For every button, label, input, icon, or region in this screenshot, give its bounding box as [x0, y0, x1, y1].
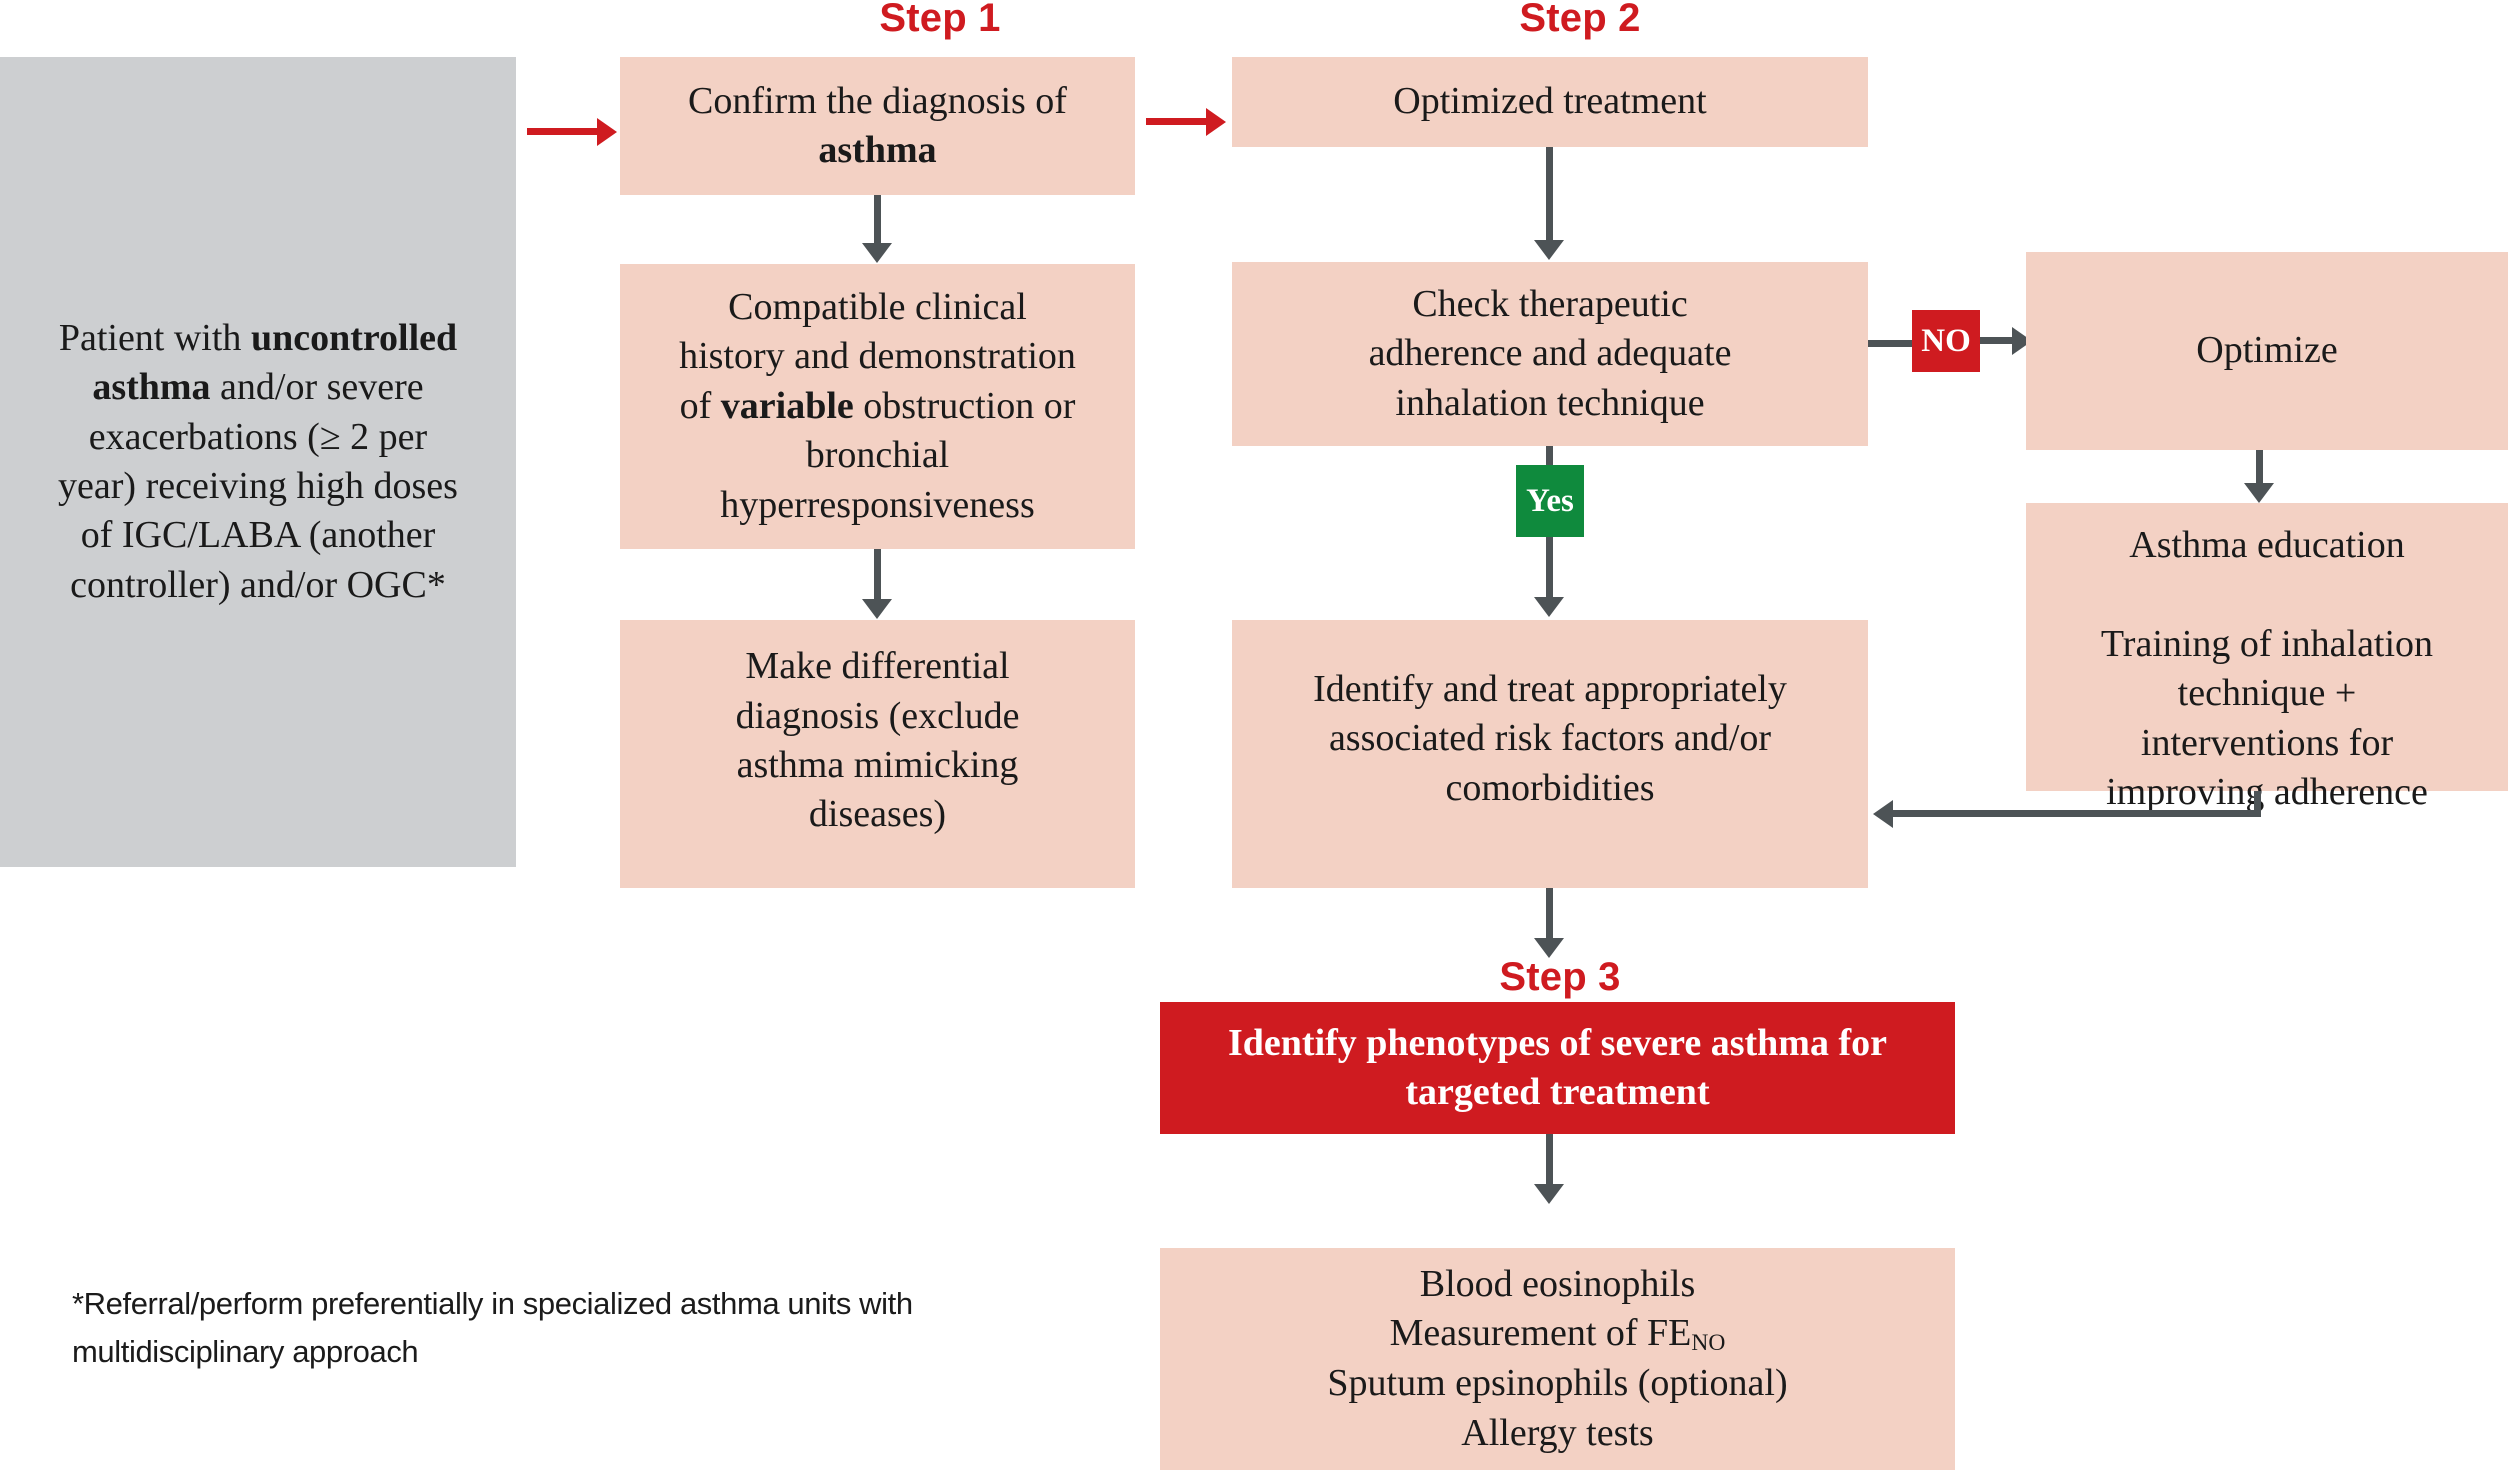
yes-branch-line-top	[1546, 446, 1553, 478]
step1-box2-text: Compatible clinical history and demonstr…	[620, 283, 1135, 530]
tests-line2-sub: NO	[1691, 1330, 1726, 1357]
step1-box3-line2: diagnosis (exclude	[735, 694, 1020, 737]
entry-to-step1-line	[527, 128, 599, 135]
feedback-arrowhead	[1873, 800, 1893, 828]
step2-box3-text: Identify and treat appropriately associa…	[1232, 665, 1868, 813]
entry-line2-b: and/or severe	[210, 366, 424, 409]
asthma-education-text: Asthma education Training of inhalation …	[2026, 503, 2508, 817]
step2-connector1-line	[1546, 147, 1553, 242]
entry-box-text: Patient with uncontrolled asthma and/or …	[0, 314, 516, 610]
step2-box3-line3: comorbidities	[1445, 766, 1655, 809]
step1-connector1-arrowhead	[862, 243, 892, 263]
education-line4: interventions for	[2140, 721, 2394, 764]
step1-box2-line4: bronchial	[805, 434, 950, 477]
entry-box: Patient with uncontrolled asthma and/or …	[0, 57, 516, 867]
step1-box3-line4: diseases)	[808, 793, 947, 836]
step1-box3-line3: asthma mimicking	[736, 744, 1019, 786]
step2-box3-line1: Identify and treat appropriately	[1313, 667, 1787, 710]
step3-header: Step 3	[1499, 955, 1621, 999]
step3-red-line2: targeted treatment	[1405, 1071, 1710, 1113]
entry-line2-bold: asthma	[92, 366, 211, 409]
step3-connector-bottom-line	[1546, 1134, 1553, 1186]
feedback-horizontal-line	[1893, 810, 2261, 817]
no-branch-left-line	[1868, 340, 1916, 347]
entry-line1-bold: uncontrolled	[250, 316, 458, 359]
yes-badge: Yes	[1516, 465, 1584, 537]
step3-tests-text: Blood eosinophils Measurement of FENO Sp…	[1160, 1260, 1955, 1458]
tests-line4: Allergy tests	[1461, 1411, 1654, 1454]
feedback-vertical-line	[2254, 791, 2261, 817]
optimize-box-text: Optimize	[2196, 329, 2338, 372]
step1-box1-line1: Confirm the diagnosis of	[688, 79, 1067, 122]
step1-connector1-line	[874, 195, 881, 245]
step2-box-optimized-treatment: Optimized treatment	[1232, 57, 1868, 147]
footnote-line2: multidisciplinary approach	[72, 1334, 419, 1370]
step2-box2-line1: Check therapeutic	[1412, 282, 1688, 325]
tests-line3: Sputum epsinophils (optional)	[1327, 1362, 1788, 1405]
step1-box-differential-diagnosis: Make differential diagnosis (exclude ast…	[620, 620, 1135, 888]
step2-box1-text: Optimized treatment	[1393, 80, 1707, 123]
entry-to-step1-arrowhead	[597, 118, 617, 146]
step1-box2-line3-a: of	[679, 384, 721, 427]
step1-header: Step 1	[879, 0, 1001, 40]
entry-line5: of IGC/LABA (another	[80, 514, 436, 557]
step1-to-step2-arrowhead	[1206, 108, 1226, 136]
education-line3: technique +	[2177, 672, 2357, 715]
step2-box-risk-factors: Identify and treat appropriately associa…	[1232, 620, 1868, 888]
step2-header: Step 2	[1519, 0, 1641, 40]
yes-badge-label: Yes	[1526, 482, 1574, 519]
step2-connector1-arrowhead	[1534, 240, 1564, 260]
asthma-education-box: Asthma education Training of inhalation …	[2026, 503, 2508, 813]
step1-to-step2-line	[1146, 118, 1208, 125]
step1-box-compatible-history: Compatible clinical history and demonstr…	[620, 264, 1135, 549]
step1-connector2-arrowhead	[862, 599, 892, 619]
step1-box2-line2: history and demonstration	[679, 335, 1076, 378]
no-badge: NO	[1912, 310, 1980, 372]
education-line2: Training of inhalation	[2100, 622, 2434, 665]
step1-box2-line3-b: obstruction or	[853, 384, 1076, 427]
step2-box2-line3: inhalation technique	[1395, 381, 1705, 424]
step1-box3-line1: Make differential	[745, 645, 1010, 688]
entry-line1-a: Patient with	[58, 316, 251, 359]
no-branch-right-line	[1980, 337, 2016, 344]
yes-branch-arrowhead	[1534, 597, 1564, 617]
step1-box3-text: Make differential diagnosis (exclude ast…	[620, 642, 1135, 840]
step3-connector-top-arrowhead	[1534, 938, 1564, 958]
step2-box2-line2: adherence and adequate	[1368, 332, 1732, 375]
entry-line3: exacerbations (≥ 2 per	[88, 415, 428, 458]
yes-branch-line-bottom	[1546, 537, 1553, 599]
step1-box2-line5: hyperresponsiveness	[720, 483, 1035, 526]
tests-line2-a: Measurement of FE	[1389, 1312, 1692, 1355]
step1-box2-line3-bold: variable	[720, 384, 854, 427]
tests-line1: Blood eosinophils	[1419, 1263, 1696, 1306]
step3-red-box-text: Identify phenotypes of severe asthma for…	[1160, 1019, 1955, 1118]
step1-box2-line1: Compatible clinical	[728, 286, 1027, 329]
optimize-connector-line	[2256, 450, 2263, 485]
step3-red-box: Identify phenotypes of severe asthma for…	[1160, 1002, 1955, 1134]
step3-red-line1: Identify phenotypes of severe asthma for	[1228, 1021, 1887, 1064]
step1-box1-text: Confirm the diagnosis of asthma	[620, 77, 1135, 176]
step3-connector-bottom-arrowhead	[1534, 1184, 1564, 1204]
step1-connector2-line	[874, 549, 881, 601]
step2-box2-text: Check therapeutic adherence and adequate…	[1232, 280, 1868, 428]
optimize-box: Optimize	[2026, 252, 2508, 450]
education-line1: Asthma education	[2129, 524, 2405, 566]
entry-line4: year) receiving high doses	[58, 465, 458, 507]
step2-box3-line2: associated risk factors and/or	[1328, 717, 1772, 760]
footnote: *Referral/perform preferentially in spec…	[72, 1280, 1082, 1376]
step2-box-check-adherence: Check therapeutic adherence and adequate…	[1232, 262, 1868, 446]
step3-connector-top-line	[1546, 888, 1553, 940]
step3-tests-box: Blood eosinophils Measurement of FENO Sp…	[1160, 1248, 1955, 1470]
no-badge-label: NO	[1921, 322, 1971, 359]
step1-box1-line2: asthma	[818, 129, 937, 171]
optimize-connector-arrowhead	[2244, 483, 2274, 503]
step1-box-confirm-diagnosis: Confirm the diagnosis of asthma	[620, 57, 1135, 195]
entry-line6: controller) and/or OGC*	[70, 563, 446, 606]
footnote-line1: *Referral/perform preferentially in spec…	[72, 1286, 913, 1321]
education-line5: improving adherence	[2106, 770, 2428, 813]
